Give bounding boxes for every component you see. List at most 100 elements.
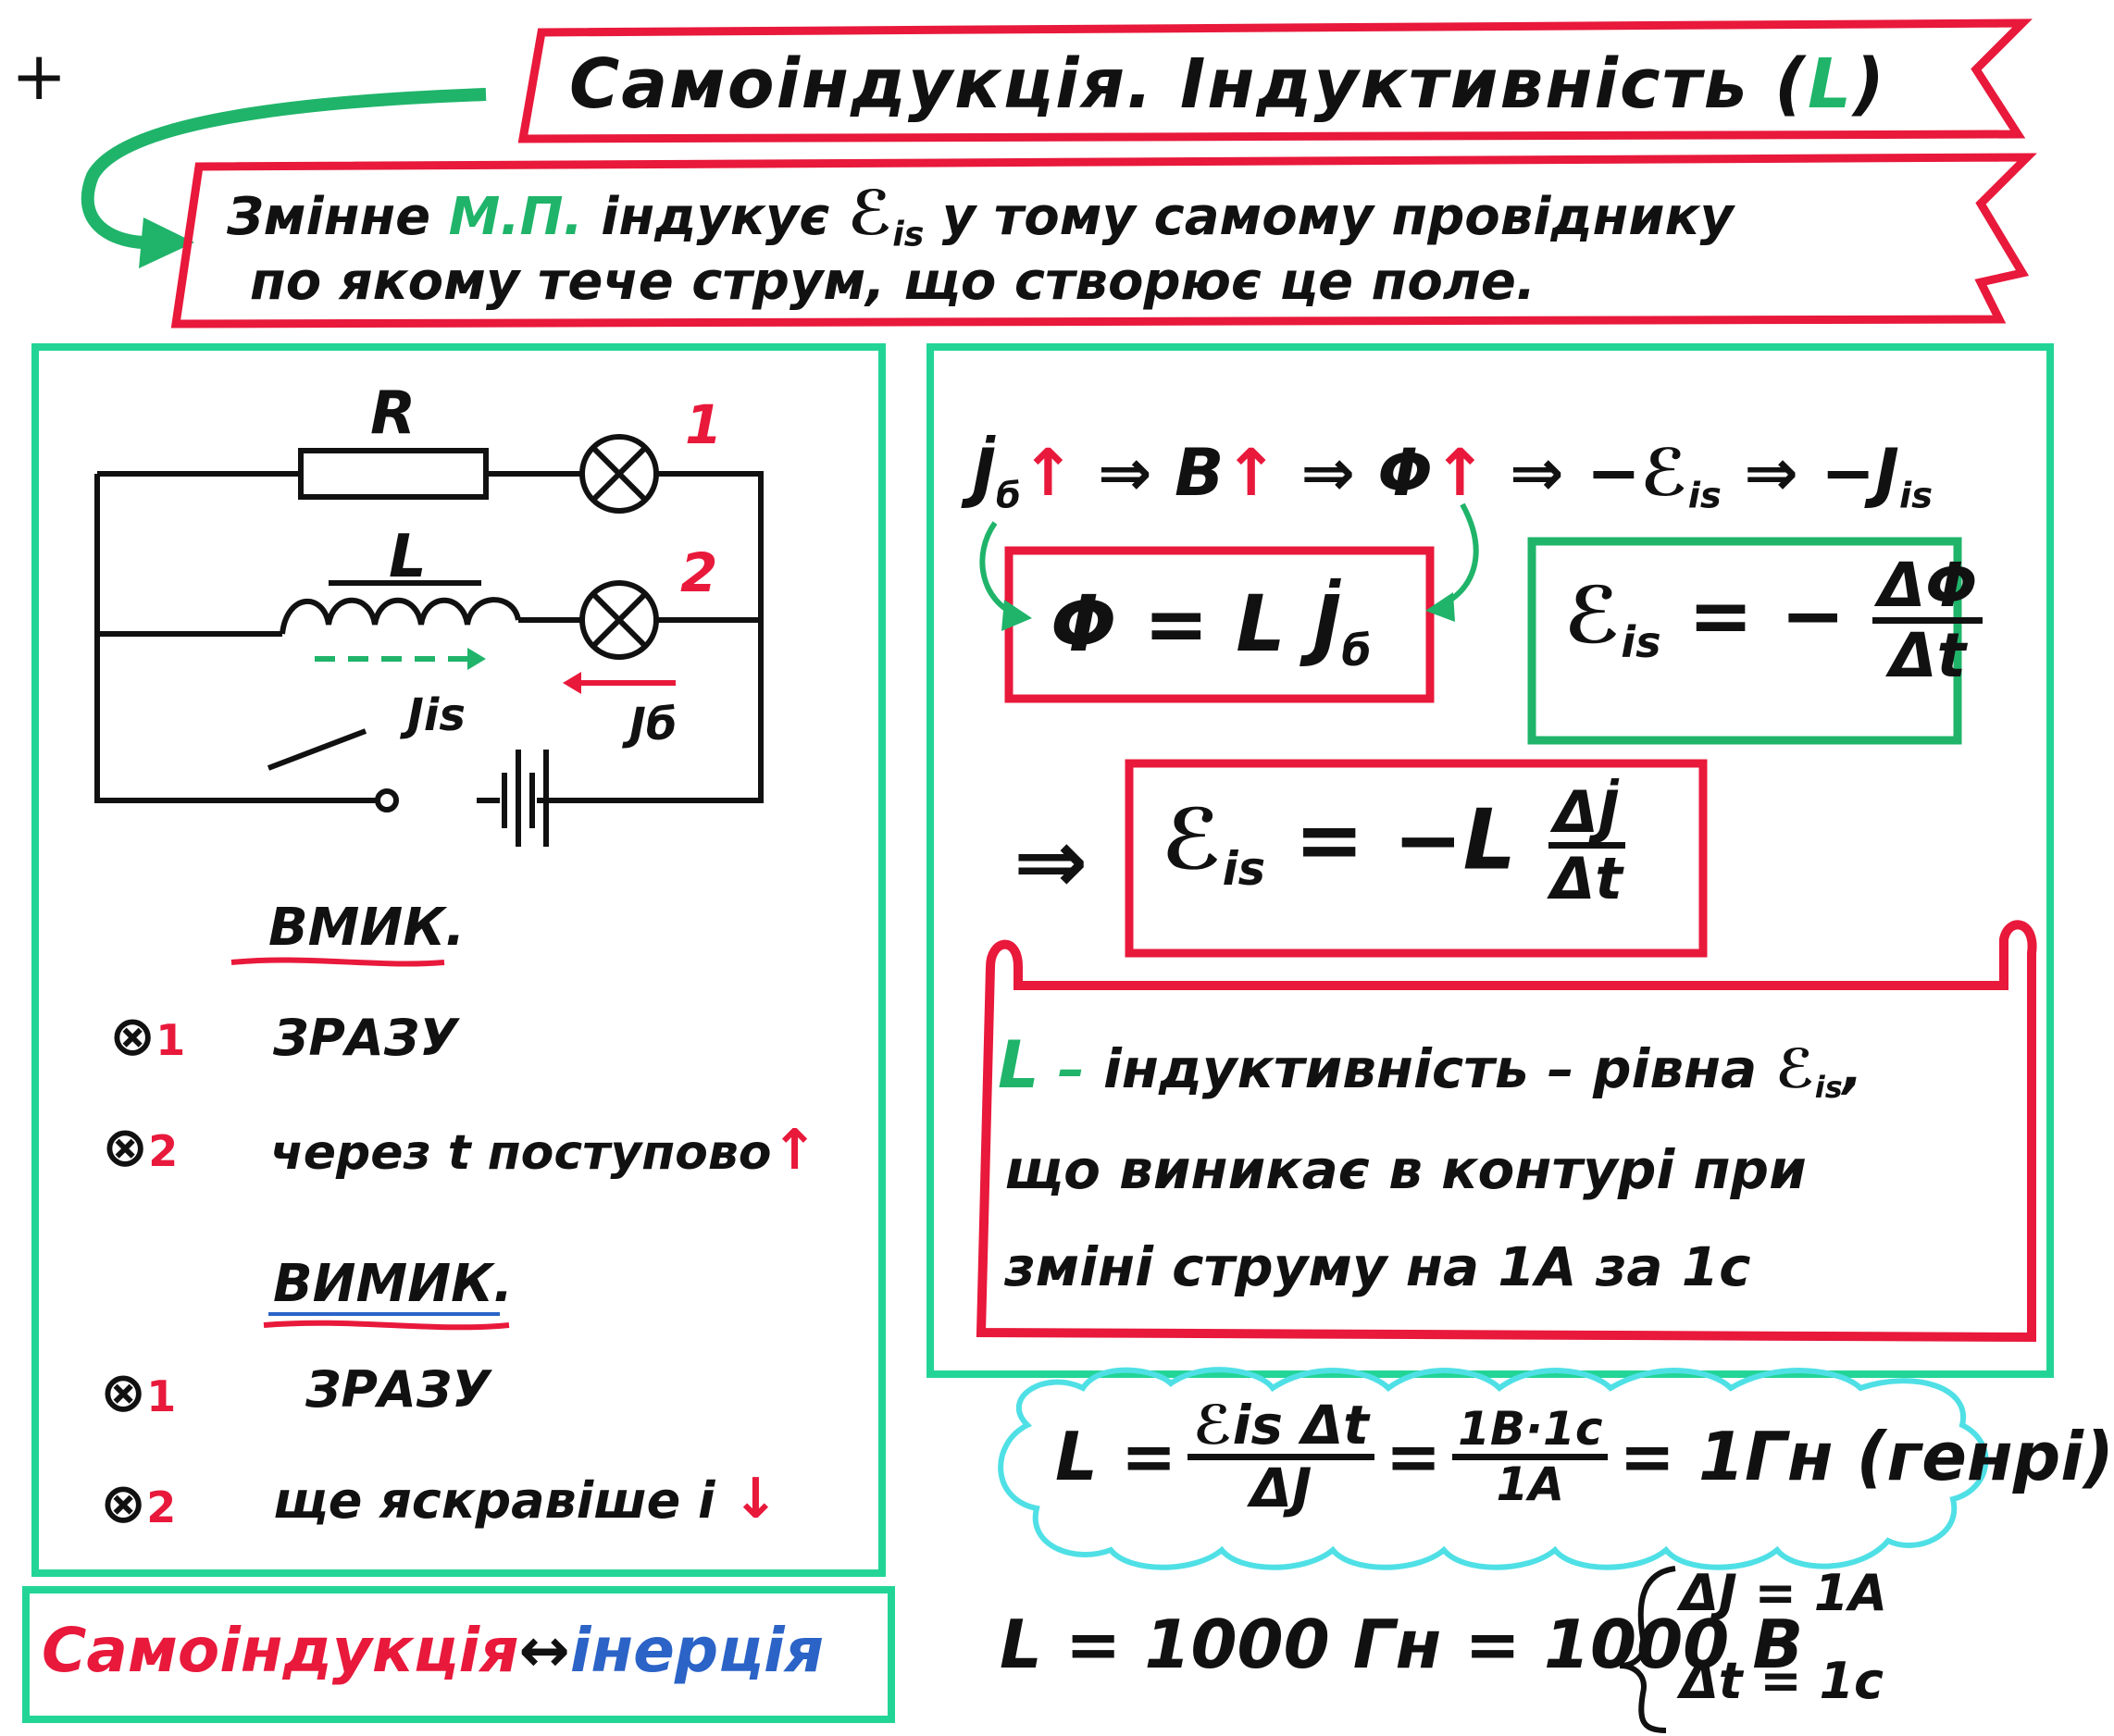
implies-icon: ⇒ <box>1300 435 1356 511</box>
chain-eis-sub: is <box>1687 475 1722 517</box>
implies-icon: ⇒ <box>1744 435 1798 511</box>
flux-formula-left: Φ = L J̇ <box>1051 578 1342 669</box>
definition-L-line2: що виникає в контурі при <box>1004 1138 1807 1201</box>
lamp-icon: ⊗ <box>100 1360 147 1425</box>
switch-off-underline <box>263 1320 510 1331</box>
chain-jis-sub: is <box>1898 475 1934 517</box>
current-b-arrow <box>563 672 676 694</box>
units-f1-den: ΔJ <box>1250 1456 1312 1519</box>
main-formula-symbol: ℰ <box>1162 791 1223 889</box>
units-cloud-frame <box>998 1367 1989 1570</box>
switch-on-row2-text: через t поступово <box>270 1125 772 1181</box>
main-formula-fraction: ΔJ̇ Δt <box>1545 782 1628 909</box>
lamp1-symbol <box>579 434 659 514</box>
lamp2-number: 2 <box>680 541 718 604</box>
inductor-symbol <box>280 580 521 635</box>
chain-jb: J̇ <box>972 435 997 511</box>
right-panel-frame <box>926 343 2054 1378</box>
current-b-label: Jб <box>629 699 678 750</box>
title-prefix: Самоіндукція. Індуктивність ( <box>569 44 1808 124</box>
implication-chain: J̇б↑ ⇒ B↑ ⇒ Φ↑ ⇒ −ℰis ⇒ −Jis <box>972 435 1933 516</box>
flux-formula-sub: б <box>1341 626 1372 676</box>
emf-formula-eq: = − <box>1687 569 1846 661</box>
corner-plus-mark: + <box>11 37 68 115</box>
up-arrow-icon: ↑ <box>1432 435 1487 511</box>
emf-symbol: ℰ <box>848 178 893 249</box>
switch-symbol <box>267 728 399 812</box>
chain-jb-sub: б <box>996 475 1021 517</box>
switch-on-lamp2-num: 2 <box>148 1126 179 1176</box>
example-brace <box>1619 1566 1676 1733</box>
main-formula: ℰis = −L ΔJ̇ Δt <box>1162 782 1628 909</box>
example-value: L = 1000 Гн = 1000 В <box>1000 1606 1804 1683</box>
example-condition-1: ΔJ = 1А <box>1680 1564 1888 1622</box>
switch-on-lamp1-num: 1 <box>155 1015 186 1065</box>
switch-off-heading: ВИМИК. <box>273 1254 514 1314</box>
definition-L-symbol: L <box>998 1027 1039 1103</box>
example-condition-2: Δt = 1с <box>1680 1652 1884 1710</box>
main-formula-eq: = −L <box>1294 791 1516 889</box>
main-formula-arrow: ⇒ <box>1013 810 1088 913</box>
switch-off-row1-text: ЗРАЗУ <box>305 1360 491 1419</box>
resistor-label: R <box>370 379 417 448</box>
definition-emf: ℰis <box>848 178 924 254</box>
switch-off-row2-text: ще яскравіше і <box>273 1471 715 1530</box>
lamp-icon: ⊗ <box>109 1004 156 1069</box>
emf-formula-fraction: ΔΦ Δt <box>1872 553 1983 688</box>
emf-formula-frame <box>1527 537 1962 745</box>
definition-word-3: у тому самому провіднику <box>941 187 1735 247</box>
units-formula: L = ℰis Δt ΔJ = 1В·1с 1А = 1Гн (генрі) <box>1055 1397 2114 1517</box>
battery-symbol <box>502 750 549 847</box>
units-result: = 1Гн (генрі) <box>1619 1418 2114 1496</box>
switch-on-row1-text: ЗРАЗУ <box>273 1009 458 1067</box>
definition-L-frame <box>976 920 2037 1343</box>
switch-off-lamp1: ⊗1 <box>100 1360 176 1425</box>
lamp-icon: ⊗ <box>102 1115 149 1180</box>
definition-L-line3: зміні струму на 1А за 1с <box>1004 1235 1751 1298</box>
chain-b: B <box>1175 435 1225 511</box>
page-title: Самоіндукція. Індуктивність (L) <box>569 44 1886 124</box>
inertia-left: Самоіндукція <box>42 1615 519 1686</box>
inertia-right: інерція <box>569 1615 824 1686</box>
switch-off-lamp1-num: 1 <box>146 1371 177 1421</box>
circuit-wires <box>94 471 764 803</box>
resistor-symbol <box>298 448 489 500</box>
current-is-arrow <box>315 648 486 670</box>
down-arrow-icon: ↓ <box>732 1467 779 1531</box>
switch-off-lamp2: ⊗2 <box>100 1471 176 1536</box>
emf-formula: ℰis = − ΔΦ Δt <box>1564 553 1983 688</box>
units-fraction-2: 1В·1с 1А <box>1452 1405 1609 1508</box>
lamp-icon: ⊗ <box>100 1471 147 1536</box>
inertia-frame <box>22 1586 895 1723</box>
emf-formula-num: ΔΦ <box>1872 553 1983 625</box>
emf-formula-sub: is <box>1621 616 1661 667</box>
up-arrow-icon: ↑ <box>1224 435 1279 511</box>
inductor-label: L <box>389 523 427 591</box>
definition-L-line1-text: індуктивність – рівна ℰ <box>1103 1037 1815 1100</box>
chain-phi: Φ <box>1377 435 1433 511</box>
current-is-label: Jis <box>407 689 466 741</box>
implies-icon: ⇒ <box>1097 435 1152 511</box>
inertia-line: Самоіндукція↔інерція <box>42 1615 824 1686</box>
definition-banner-frame <box>170 153 2037 329</box>
switch-on-lamp2: ⊗2 <box>102 1115 178 1180</box>
definition-word-1: Змінне <box>227 187 431 247</box>
definition-L-dash: – <box>1038 1037 1103 1100</box>
title-banner-frame <box>517 19 2033 143</box>
up-arrow-icon: ↑ <box>771 1118 818 1183</box>
switch-on-underline <box>230 957 445 967</box>
chain-jis: −J <box>1821 435 1899 511</box>
double-arrow-icon: ↔ <box>518 1615 570 1686</box>
lamp2-symbol <box>579 580 659 660</box>
emf-formula-den: Δt <box>1889 620 1967 692</box>
main-formula-frame <box>1125 759 1708 958</box>
definition-L-line1-sub: is <box>1814 1070 1843 1106</box>
emf-formula-symbol: ℰ <box>1564 569 1622 661</box>
switch-on-lamp1: ⊗1 <box>109 1004 185 1069</box>
chain-eis: −ℰ <box>1586 435 1688 511</box>
emf-sub: is <box>892 214 925 254</box>
main-formula-num: ΔJ̇ <box>1548 782 1625 849</box>
up-arrow-icon: ↑ <box>1020 435 1076 511</box>
title-suffix: ) <box>1853 44 1886 124</box>
